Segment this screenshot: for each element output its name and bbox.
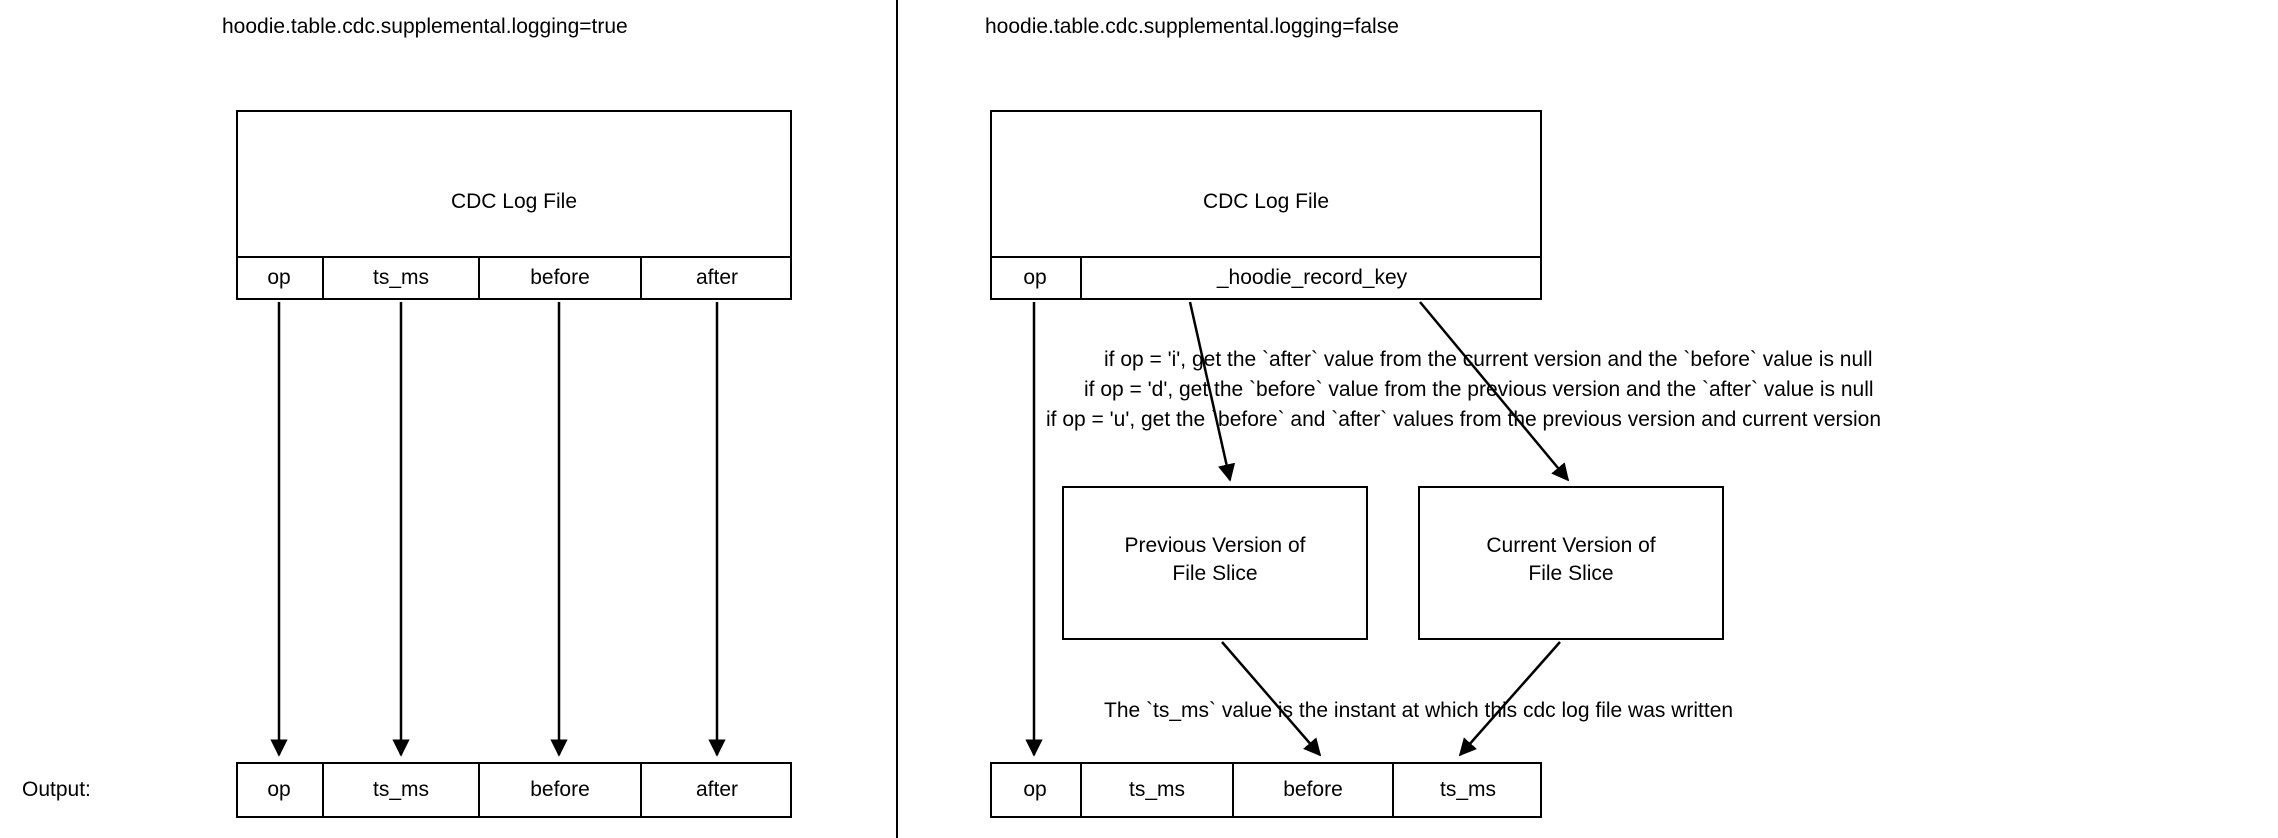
right-cdc-log-file-box — [990, 110, 1542, 300]
left-log-column-before: before — [530, 266, 590, 289]
left-log-column-ts-ms: ts_ms — [372, 266, 429, 289]
right-output-col-divider-2 — [1232, 764, 1234, 816]
left-output-label: Output: — [22, 778, 91, 801]
previous-version-box — [1062, 486, 1368, 640]
rule-line-insert: if op = 'i', get the `after` value from … — [1104, 348, 1873, 371]
left-output-col-divider-1 — [322, 764, 324, 816]
left-cdc-log-file-label: CDC Log File — [450, 190, 578, 213]
right-panel-title: hoodie.table.cdc.supplemental.logging=fa… — [985, 15, 1399, 38]
right-output-column-ts-ms: ts_ms — [1128, 778, 1185, 801]
left-log-col-divider-2 — [478, 258, 480, 300]
rule-line-delete: if op = 'd', get the `before` value from… — [1084, 378, 1874, 401]
current-version-label: Current Version of File Slice — [1486, 534, 1656, 585]
right-log-col-divider-1 — [1080, 258, 1082, 300]
right-output-box — [990, 762, 1542, 818]
right-output-column-before: before — [1283, 778, 1343, 801]
left-output-col-divider-2 — [478, 764, 480, 816]
left-cdc-log-file-box — [236, 110, 792, 300]
left-output-column-before: before — [530, 778, 590, 801]
left-output-col-divider-3 — [640, 764, 642, 816]
rule-line-update: if op = 'u', get the `before` and `after… — [1046, 408, 1882, 431]
right-log-column-op: op — [1023, 266, 1047, 289]
left-log-file-header-separator — [236, 256, 792, 258]
left-panel-title: hoodie.table.cdc.supplemental.logging=tr… — [222, 15, 628, 38]
panel-divider — [896, 0, 898, 838]
right-output-col-divider-3 — [1392, 764, 1394, 816]
right-log-file-header-separator — [990, 256, 1542, 258]
left-output-column-ts-ms: ts_ms — [372, 778, 429, 801]
right-output-column-ts-ms-2: ts_ms — [1439, 778, 1496, 801]
left-log-col-divider-3 — [640, 258, 642, 300]
ts-ms-note: The `ts_ms` value is the instant at whic… — [1104, 699, 1734, 722]
left-output-box — [236, 762, 792, 818]
previous-version-label: Previous Version of File Slice — [1124, 534, 1306, 585]
current-version-box — [1418, 486, 1724, 640]
right-output-column-op: op — [1023, 778, 1047, 801]
left-log-col-divider-1 — [322, 258, 324, 300]
right-output-col-divider-1 — [1080, 764, 1082, 816]
left-output-column-after: after — [695, 778, 739, 801]
left-log-column-after: after — [695, 266, 739, 289]
left-log-column-op: op — [267, 266, 291, 289]
right-cdc-log-file-label: CDC Log File — [1202, 190, 1330, 213]
right-log-column-hoodie-record-key: _hoodie_record_key — [1216, 266, 1408, 289]
left-output-column-op: op — [267, 778, 291, 801]
